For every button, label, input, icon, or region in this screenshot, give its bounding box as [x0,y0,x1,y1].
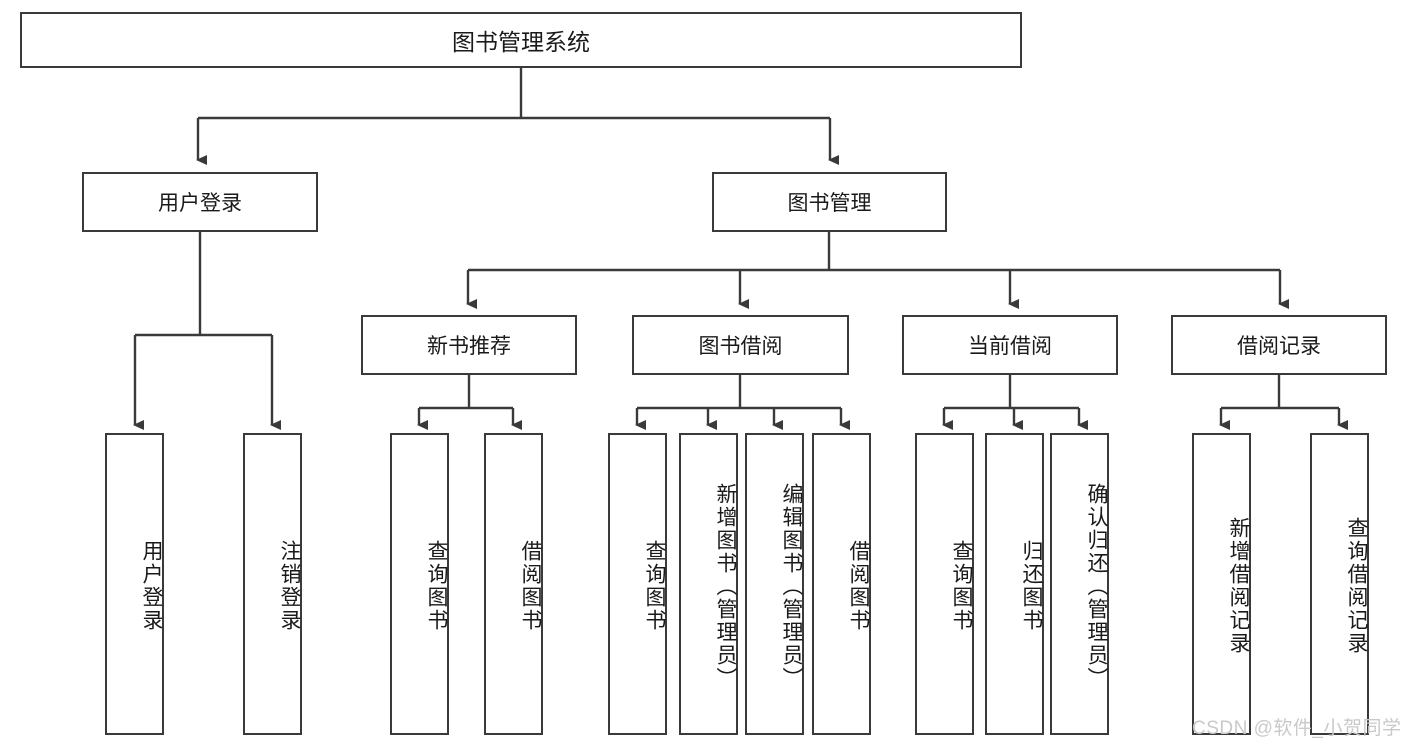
leaf-user-login-login[interactable]: 用户登录 [105,433,164,735]
node-current-borrow-label: 当前借阅 [968,335,1052,358]
leaf-label: 借阅图书 [847,540,870,632]
leaf-borrow-edit-book[interactable]: 编辑图书（管理员） [745,433,804,735]
node-root-label: 图书管理系统 [452,29,590,55]
node-book-management-label: 图书管理 [787,192,872,215]
leaf-label: 注销登录 [278,540,301,632]
node-book-borrow[interactable]: 图书借阅 [632,315,849,375]
leaf-current-confirm-return[interactable]: 确认归还（管理员） [1050,433,1109,735]
leaf-label: 新增图书（管理员） [714,482,737,690]
node-root[interactable]: 图书管理系统 [20,12,1022,68]
watermark: CSDN @软件_小贺同学 [1192,718,1402,739]
node-borrow-record[interactable]: 借阅记录 [1171,315,1387,375]
leaf-label: 归还图书 [1020,540,1043,632]
leaf-label: 确认归还（管理员） [1085,482,1108,690]
leaf-label: 查询图书 [950,540,973,632]
leaf-borrow-query-book[interactable]: 查询图书 [608,433,667,735]
node-book-borrow-label: 图书借阅 [698,335,783,358]
leaf-record-query-record[interactable]: 查询借阅记录 [1310,433,1369,735]
leaf-borrow-add-book[interactable]: 新增图书（管理员） [679,433,738,735]
node-user-login[interactable]: 用户登录 [82,172,318,232]
leaf-label: 查询图书 [643,540,666,632]
node-borrow-record-label: 借阅记录 [1237,335,1321,358]
leaf-current-query-book[interactable]: 查询图书 [915,433,974,735]
leaf-recommend-borrow-book[interactable]: 借阅图书 [484,433,543,735]
node-new-book-recommend-label: 新书推荐 [427,335,511,358]
leaf-record-add-record[interactable]: 新增借阅记录 [1192,433,1251,735]
leaf-label: 借阅图书 [519,540,542,632]
node-book-management[interactable]: 图书管理 [712,172,947,232]
leaf-current-return-book[interactable]: 归还图书 [985,433,1044,735]
leaf-user-login-logout[interactable]: 注销登录 [243,433,302,735]
leaf-label: 用户登录 [140,540,163,632]
leaf-label: 新增借阅记录 [1227,517,1250,655]
node-new-book-recommend[interactable]: 新书推荐 [361,315,577,375]
leaf-label: 编辑图书（管理员） [780,482,803,690]
node-current-borrow[interactable]: 当前借阅 [902,315,1118,375]
leaf-recommend-query-book[interactable]: 查询图书 [390,433,449,735]
leaf-label: 查询借阅记录 [1345,517,1368,655]
leaf-label: 查询图书 [425,540,448,632]
leaf-borrow-borrow-book[interactable]: 借阅图书 [812,433,871,735]
node-user-login-label: 用户登录 [158,192,242,215]
